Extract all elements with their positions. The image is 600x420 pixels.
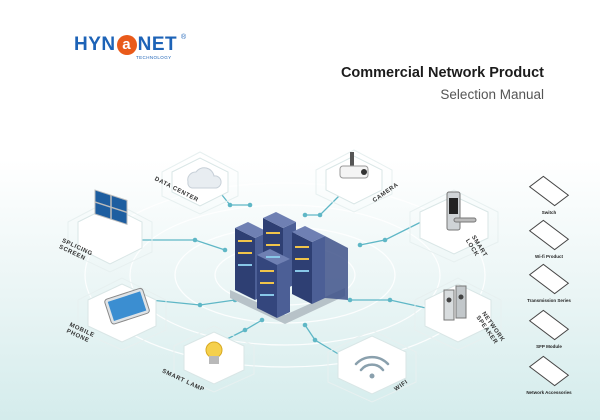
category-switch[interactable]: Switch — [518, 175, 580, 215]
category-label: Wi-fi Product — [535, 254, 563, 259]
logo-text-right: NET — [137, 34, 178, 55]
category-label: Transmission Series — [527, 298, 571, 303]
camera-icon — [339, 152, 369, 179]
category-label: Switch — [541, 210, 557, 215]
wifi-icon — [354, 355, 390, 379]
category-wifi-product[interactable]: Wi-fi Product — [518, 219, 580, 259]
page-title: Commercial Network Product — [340, 65, 544, 81]
server-rack-cluster-icon — [230, 212, 348, 324]
category-label: SFP Module — [536, 344, 562, 349]
mobile-phone-icon — [104, 287, 150, 325]
splicing-screen-icon — [94, 189, 128, 226]
category-sfp-module[interactable]: SFP Module — [518, 309, 580, 349]
logo-registered-mark: ® — [181, 34, 187, 41]
logo-text-left: HYN — [74, 34, 116, 55]
cloud-icon — [187, 167, 222, 189]
smart-lamp-icon — [205, 341, 223, 364]
network-speaker-icon — [443, 285, 467, 321]
smart-lock-icon — [446, 191, 477, 231]
page-subtitle: Selection Manual — [440, 87, 544, 102]
logo-subtitle: TECHNOLOGY — [136, 55, 172, 60]
logo-mark: a — [116, 35, 137, 55]
category-label: Network Accessories — [526, 390, 572, 395]
category-network-accessories[interactable]: Network Accessories — [518, 355, 580, 395]
category-transmission-series[interactable]: Transmission Series — [518, 263, 580, 303]
